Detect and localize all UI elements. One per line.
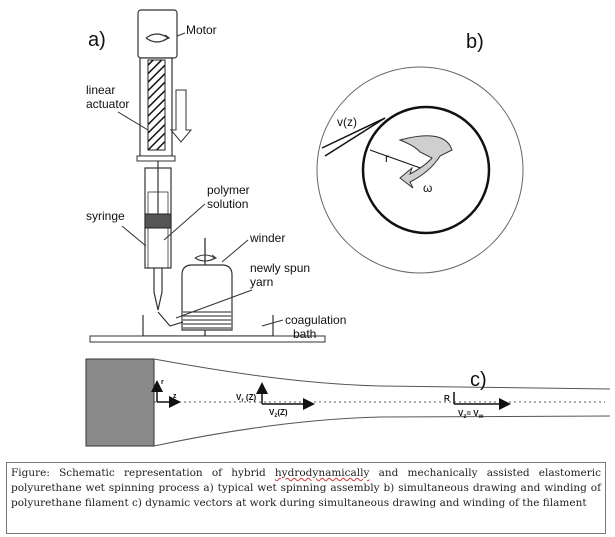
figure-caption: Figure: Schematic representation of hybr… <box>6 462 606 534</box>
panel-a: a) Motor linear actuator syringe polymer… <box>86 9 346 343</box>
coagulation-bath-label-2: bath <box>293 327 316 341</box>
z-axis-label: z <box>173 393 177 400</box>
omega-label: ω <box>423 181 432 195</box>
coagulation-bath-label-1: coagulation <box>285 313 346 327</box>
r-radius-label: R <box>444 394 450 403</box>
motor-label: Motor <box>186 23 217 37</box>
actuator-arrow-icon <box>169 89 193 143</box>
linear-actuator-label-1: linear <box>86 83 115 97</box>
panel-b: b) v(z) r ω <box>316 31 524 274</box>
linear-actuator-label-2: actuator <box>86 97 129 111</box>
newly-spun-yarn-label-1: newly spun <box>250 261 310 275</box>
vz-label: Vz(Z) <box>269 408 288 419</box>
syringe-plunger <box>144 213 172 229</box>
radius-label: r <box>385 151 389 165</box>
vz-equals-vw-label: Vz= Vw <box>458 409 484 420</box>
panel-c-label: c) <box>470 369 487 391</box>
yarn-path <box>157 311 171 327</box>
syringe-needle <box>153 268 163 311</box>
winder-label: winder <box>249 231 285 245</box>
filament-tangent <box>324 117 386 157</box>
panel-b-label: b) <box>466 31 484 53</box>
syringe-inner <box>147 191 169 269</box>
spinneret-block <box>85 358 155 447</box>
syringe-label: syringe <box>86 209 125 223</box>
caption-underlined-word: hydrodynamically <box>274 467 370 479</box>
panel-a-label: a) <box>88 29 106 51</box>
velocity-label: v(z) <box>337 115 357 129</box>
r-axis-label: r <box>161 379 164 386</box>
filament-lower-profile <box>153 415 611 447</box>
rotation-arrow-icon <box>398 135 453 189</box>
filament-upper-profile <box>153 358 611 390</box>
screw-rod <box>147 59 166 151</box>
caption-prefix: Figure: Schematic representation of hybr… <box>11 467 275 479</box>
panel-c: c) r z Vr (Z) Vz(Z) R Vz= Vw <box>85 358 611 447</box>
spinning-process-figure: a) Motor linear actuator syringe polymer… <box>85 9 611 447</box>
winder-drum <box>181 264 233 331</box>
polymer-solution-label-2: solution <box>207 197 248 211</box>
newly-spun-yarn-label-2: yarn <box>250 275 273 289</box>
polymer-solution-label-1: polymer <box>207 183 250 197</box>
radius-line <box>369 149 427 171</box>
caption-rest: and mechanically assisted elastomeric po… <box>11 467 601 509</box>
coupling-plate <box>136 155 176 162</box>
lab-bench <box>89 335 326 343</box>
vr-label: Vr (Z) <box>236 393 256 404</box>
